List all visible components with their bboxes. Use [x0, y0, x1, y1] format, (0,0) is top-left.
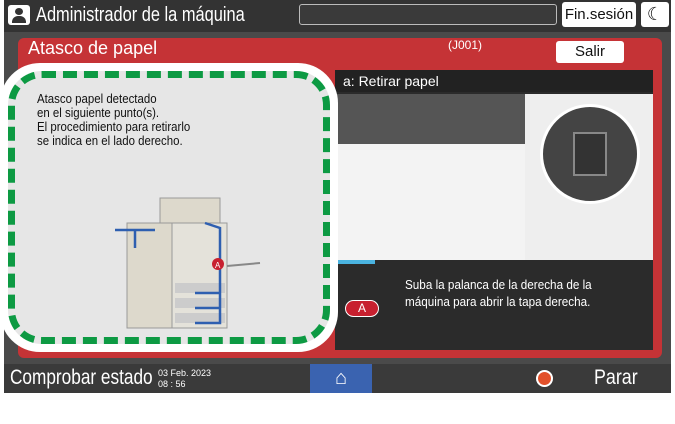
message-field[interactable]	[299, 4, 557, 25]
stop-button[interactable]: Parar	[594, 366, 638, 389]
exit-button[interactable]: Salir	[556, 41, 624, 63]
bottom-bar: Comprobar estado 03 Feb. 2023 08 : 56 ⌂ …	[4, 364, 671, 393]
callout-text: Atasco papel detectado en el siguiente p…	[37, 92, 190, 148]
logout-button[interactable]: Fin.sesión	[562, 2, 636, 27]
time: 08 : 56	[158, 379, 186, 389]
callout-line: en el siguiente punto(s).	[37, 105, 160, 120]
lever-detail-illustration	[540, 104, 640, 204]
callout-line: Atasco papel detectado	[37, 91, 157, 106]
top-bar: Administrador de la máquina Fin.sesión ☾	[4, 0, 671, 32]
jam-marker	[212, 258, 224, 270]
jam-marker-label: A	[215, 261, 221, 270]
error-code: (J001)	[448, 38, 483, 52]
callout-dashed-border: Atasco papel detectado en el siguiente p…	[8, 71, 330, 344]
stop-icon	[536, 370, 553, 387]
home-icon: ⌂	[334, 367, 348, 389]
home-button[interactable]: ⌂	[310, 364, 372, 393]
datetime: 03 Feb. 2023 08 : 56	[158, 368, 211, 390]
copier-diagram: A	[115, 197, 261, 329]
instruction-line: Suba la palanca de la derecha de la	[405, 277, 592, 292]
date: 03 Feb. 2023	[158, 368, 212, 378]
location-badge: A	[345, 300, 379, 317]
moon-icon[interactable]: ☾	[641, 2, 669, 27]
instruction-image	[335, 94, 653, 260]
check-status-button[interactable]: Comprobar estado	[10, 366, 153, 389]
jam-location-callout: Atasco papel detectado en el siguiente p…	[0, 63, 338, 352]
user-title: Administrador de la máquina	[36, 4, 245, 26]
user-icon	[8, 5, 30, 25]
instruction-panel: a: Retirar papel A Suba la palanca de la…	[335, 70, 653, 350]
dialog-title: Atasco de papel	[28, 38, 158, 58]
instruction-text: Suba la palanca de la derecha de la máqu…	[405, 276, 592, 310]
instruction-line: máquina para abrir la tapa derecha.	[405, 294, 591, 309]
callout-line: El procedimiento para retirarlo	[37, 119, 191, 134]
step-progress	[335, 260, 375, 264]
callout-line: se indica en el lado derecho.	[37, 133, 183, 148]
step-header: a: Retirar papel	[335, 70, 653, 92]
machine-illustration	[335, 94, 525, 260]
